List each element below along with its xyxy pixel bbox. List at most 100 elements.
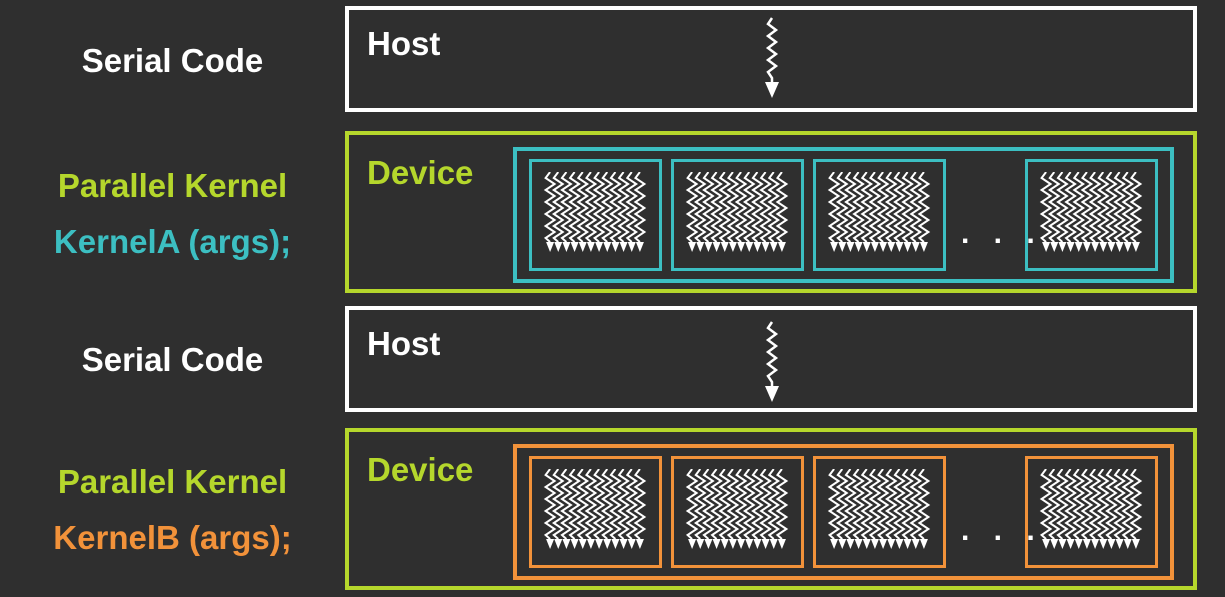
thread-block: [529, 159, 662, 271]
thread-squiggle: [775, 172, 789, 243]
thread-arrowhead: [838, 242, 847, 252]
thread-squiggle: [751, 172, 764, 243]
thread-squiggle: [1039, 469, 1053, 540]
thread-arrowhead: [1123, 242, 1132, 252]
thread-arrowhead: [611, 242, 620, 252]
thread-arrowhead: [862, 242, 871, 252]
thread-squiggle: [901, 172, 914, 243]
thread-arrowhead: [919, 242, 928, 252]
thread-squiggle: [718, 172, 732, 243]
thread-squiggle: [568, 469, 581, 540]
thread-squiggle: [584, 172, 598, 243]
thread-squiggle: [751, 469, 764, 540]
thread-arrowhead: [704, 539, 713, 549]
thread-squiggle: [600, 172, 614, 243]
thread-arrowhead: [554, 242, 563, 252]
thread-squiggle: [1064, 172, 1077, 243]
thread-arrowhead: [1042, 539, 1051, 549]
thread-arrowhead: [1066, 242, 1075, 252]
thread-arrowhead: [745, 539, 754, 549]
thread-arrowhead: [777, 242, 786, 252]
thread-arrowhead: [846, 539, 855, 549]
thread-squiggle: [726, 172, 740, 243]
thread-arrowhead: [1058, 539, 1067, 549]
thread-squiggle: [685, 469, 699, 540]
thread-arrowhead: [903, 242, 912, 252]
thread-arrowhead: [745, 242, 754, 252]
thread-squiggle: [917, 469, 931, 540]
thread-arrowhead: [1115, 242, 1124, 252]
serial-code-label-1: Serial Code: [0, 6, 345, 116]
thread-arrowhead: [720, 242, 729, 252]
thread-arrowhead: [830, 242, 839, 252]
thread-squiggle: [710, 469, 723, 540]
thread-arrowhead: [595, 242, 604, 252]
thread-squiggle: [827, 172, 841, 243]
thread-squiggle: [742, 172, 756, 243]
thread-squiggle: [592, 172, 606, 243]
device-box-a: Device . . .: [345, 131, 1197, 293]
thread-squiggle: [767, 469, 781, 540]
thread-arrowhead: [712, 539, 721, 549]
thread-squiggle: [1080, 172, 1094, 243]
thread-squiggle: [1105, 469, 1118, 540]
parallel-kernel-text: Parallel Kernel: [57, 463, 288, 500]
thread-squiggle: [901, 469, 914, 540]
thread-squiggle: [1096, 469, 1110, 540]
thread-arrowhead: [696, 539, 705, 549]
serial-code-text: Serial Code: [81, 341, 264, 378]
thread-squiggle: [1129, 469, 1143, 540]
thread-squiggle: [551, 469, 565, 540]
thread-arrowhead: [854, 242, 863, 252]
thread-squiggle: [1113, 172, 1126, 243]
thread-squiggle: [1088, 172, 1102, 243]
thread-arrowhead: [1082, 539, 1091, 549]
thread-arrowhead: [1074, 242, 1083, 252]
threads-icon: [827, 172, 931, 252]
thread-squiggle: [734, 172, 748, 243]
host-box-2: Host: [345, 306, 1197, 412]
thread-squiggle: [1056, 469, 1069, 540]
thread-squiggle: [884, 172, 898, 243]
thread-arrowhead: [619, 539, 628, 549]
kernel-a-call-text: KernelA (args);: [53, 223, 292, 260]
thread-arrowhead: [688, 539, 697, 549]
threads-icon: [543, 469, 647, 549]
host-title: Host: [367, 325, 441, 362]
thread-arrowhead: [879, 539, 888, 549]
thread-arrowhead: [870, 539, 879, 549]
thread-block: [671, 159, 804, 271]
thread-arrowhead: [870, 242, 879, 252]
thread-squiggle: [1088, 469, 1102, 540]
thread-squiggle: [609, 469, 622, 540]
thread-arrowhead: [887, 539, 896, 549]
thread-arrowhead: [546, 539, 555, 549]
thread-arrowhead: [1058, 242, 1067, 252]
thread-arrowhead: [1050, 539, 1059, 549]
thread-block: [1025, 456, 1158, 568]
thread-arrowhead: [603, 242, 612, 252]
threads-icon: [685, 172, 789, 252]
thread-arrowhead: [1074, 539, 1083, 549]
thread-squiggle: [893, 469, 906, 540]
serial-thread-arrow-icon: [765, 321, 779, 402]
thread-arrowhead: [635, 539, 644, 549]
thread-squiggle: [576, 469, 590, 540]
thread-arrowhead: [570, 242, 579, 252]
thread-arrowhead: [769, 242, 778, 252]
thread-squiggle: [1105, 172, 1118, 243]
thread-arrowhead: [911, 242, 920, 252]
device-box-b: Device . . .: [345, 428, 1197, 590]
thread-squiggle: [876, 172, 890, 243]
thread-arrowhead: [554, 539, 563, 549]
thread-squiggle: [860, 172, 874, 243]
thread-squiggle: [560, 172, 573, 243]
thread-arrowhead: [720, 539, 729, 549]
threads-icon: [685, 469, 789, 549]
thread-arrowhead: [761, 539, 770, 549]
thread-squiggle: [584, 469, 598, 540]
thread-arrowhead: [704, 242, 713, 252]
thread-arrowhead: [1131, 539, 1140, 549]
thread-arrowhead: [1123, 539, 1132, 549]
thread-arrowhead: [595, 539, 604, 549]
